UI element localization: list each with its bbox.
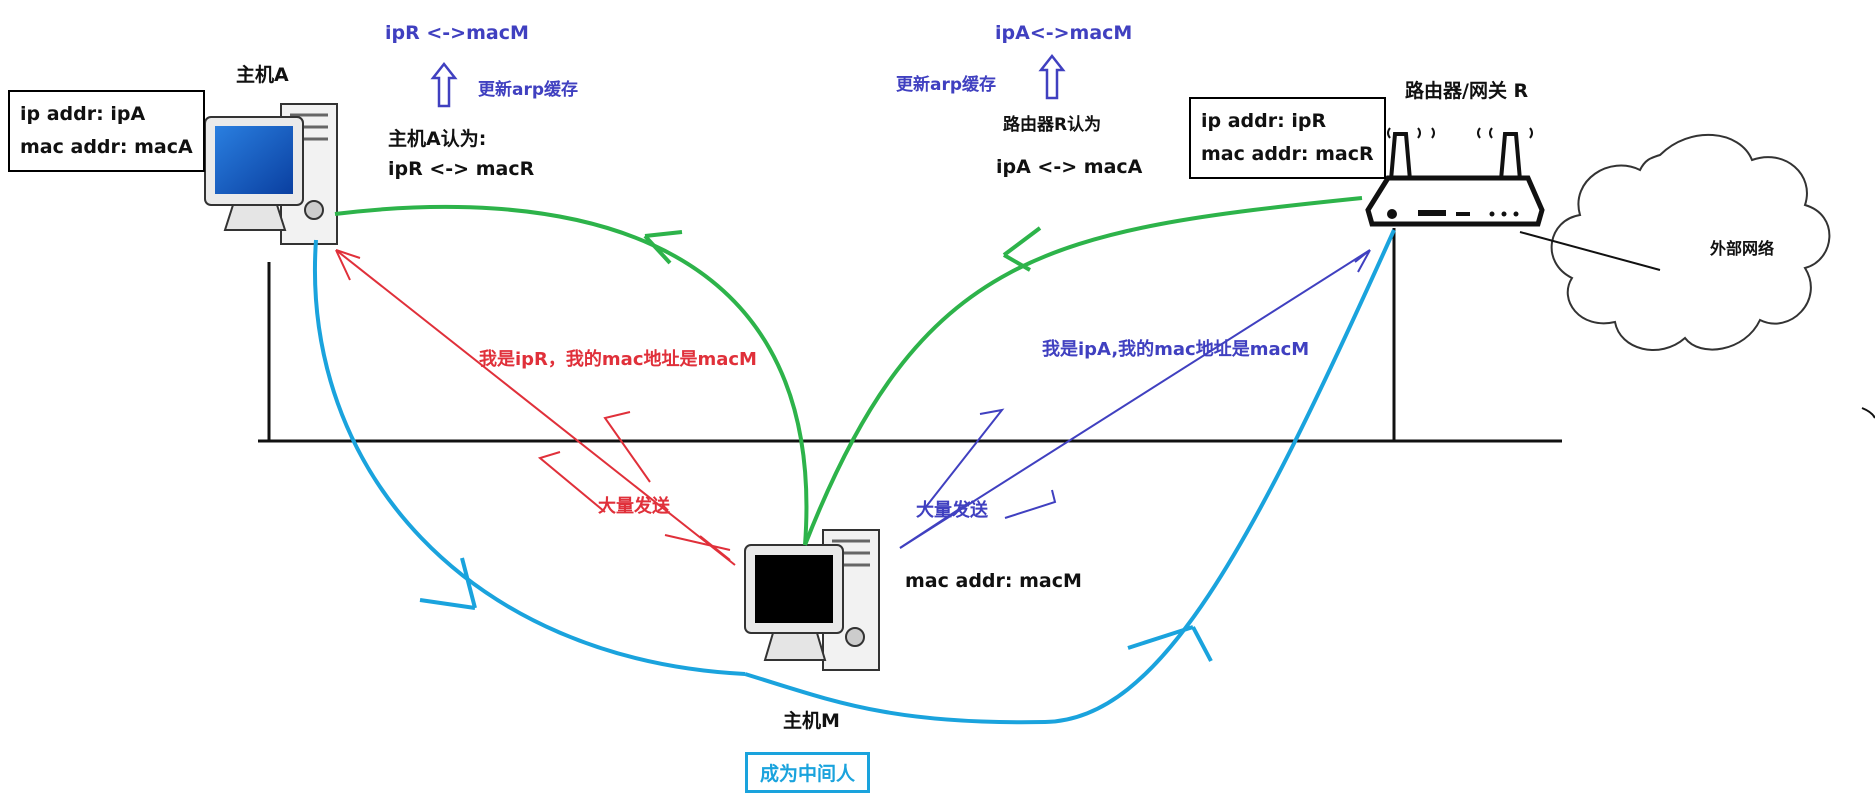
router-new-mapping: ipA<->macM xyxy=(995,22,1133,44)
host-a-computer-icon xyxy=(204,103,338,245)
host-a-address-box: ip addr: ipA mac addr: macA xyxy=(8,90,205,172)
external-network-cloud-icon xyxy=(1550,134,1831,351)
router-mac: mac addr: macR xyxy=(1201,143,1374,165)
host-a-cache-update-label: 更新arp缓存 xyxy=(478,80,579,100)
green-path xyxy=(334,196,1363,546)
host-m-title: 主机M xyxy=(783,710,840,732)
host-a-mac: mac addr: macA xyxy=(20,136,193,158)
spoof-arrows-to-host-a xyxy=(335,249,736,566)
host-a-title: 主机A xyxy=(236,64,289,86)
edge-stroke xyxy=(1861,407,1875,419)
router-cache-update-arrow-icon xyxy=(1038,53,1066,100)
bulk-send-label-left: 大量发送 xyxy=(598,496,670,517)
host-a-ip: ip addr: ipA xyxy=(20,103,146,125)
router-to-cloud-link xyxy=(1519,231,1661,271)
bulk-send-label-right: 大量发送 xyxy=(916,500,988,521)
intercept-path xyxy=(312,229,1396,725)
lan-bus xyxy=(258,228,1562,443)
router-address-box: ip addr: ipR mac addr: macR xyxy=(1189,97,1386,179)
host-m-computer-icon xyxy=(744,529,880,671)
spoof-message-to-router: 我是ipA,我的mac地址是macM xyxy=(1042,339,1310,360)
spoof-arrows-to-router xyxy=(899,249,1371,549)
router-icon xyxy=(1365,127,1545,227)
router-belief-mapping: ipA <-> macA xyxy=(996,156,1143,178)
router-belief-title: 路由器R认为 xyxy=(1003,115,1102,135)
spoof-message-to-host-a: 我是ipR，我的mac地址是macM xyxy=(479,349,757,370)
host-a-belief-title: 主机A认为: xyxy=(388,128,487,150)
host-a-belief-mapping: ipR <-> macR xyxy=(388,158,535,180)
external-network-label: 外部网络 xyxy=(1710,239,1775,258)
host-a-new-mapping: ipR <->macM xyxy=(385,22,529,44)
router-cache-update-label: 更新arp缓存 xyxy=(896,75,997,95)
host-a-cache-update-arrow-icon xyxy=(430,61,458,108)
router-title: 路由器/网关 R xyxy=(1405,80,1529,102)
router-ip: ip addr: ipR xyxy=(1201,110,1327,132)
host-m-mac: mac addr: macM xyxy=(905,570,1082,592)
man-in-the-middle-badge: 成为中间人 xyxy=(745,752,871,793)
